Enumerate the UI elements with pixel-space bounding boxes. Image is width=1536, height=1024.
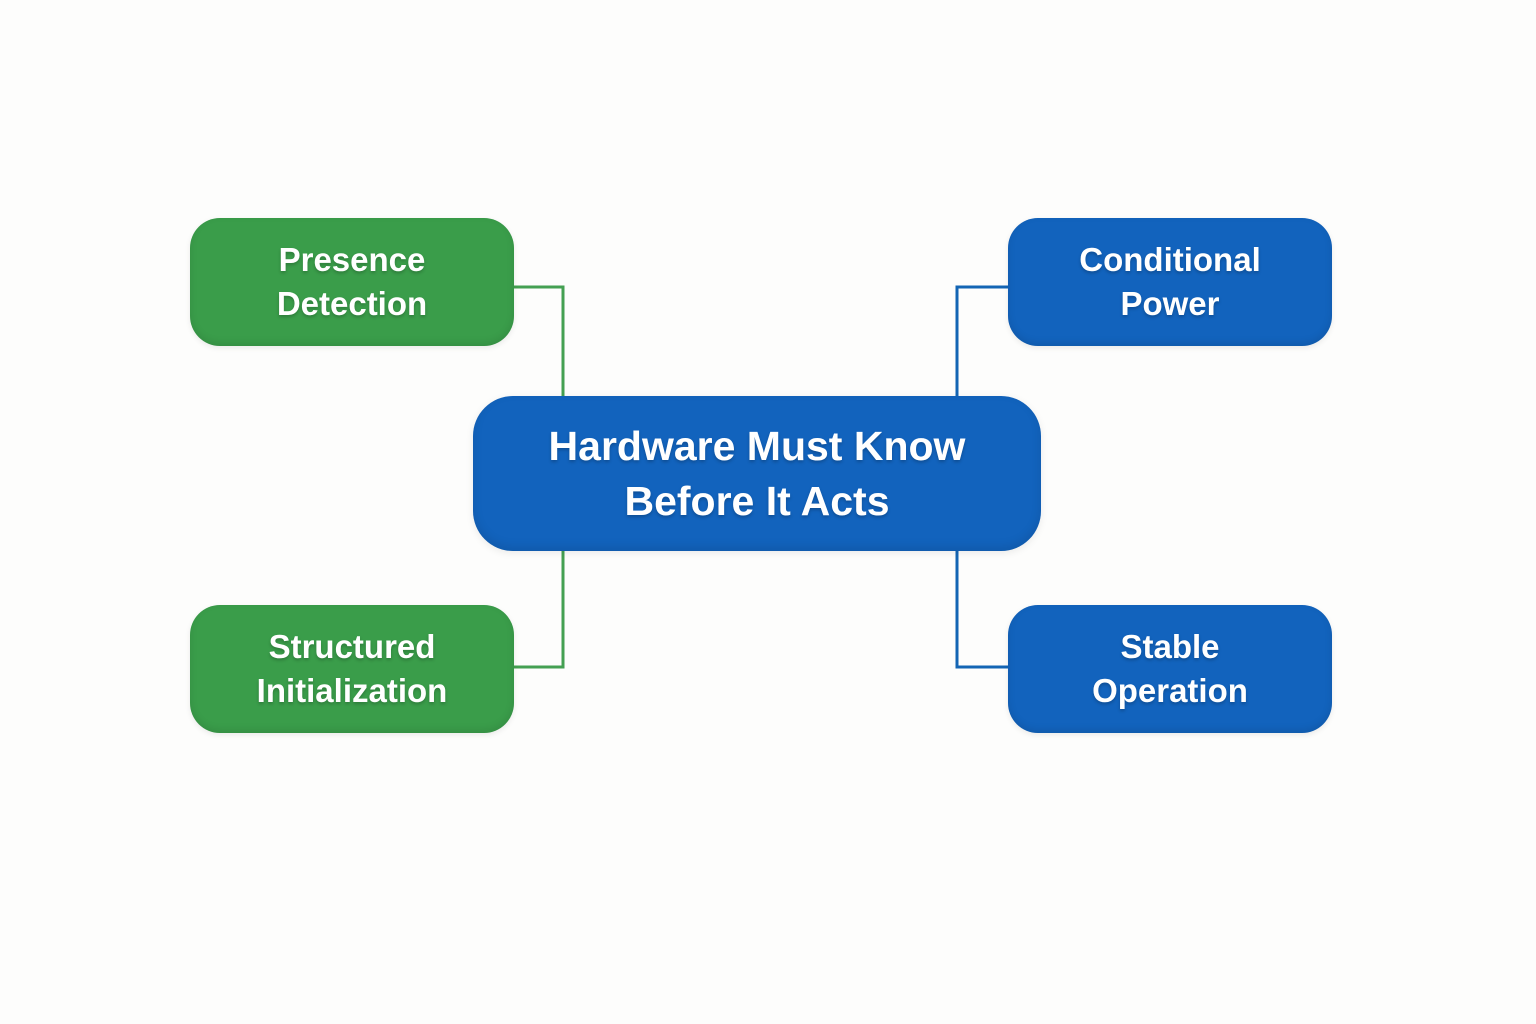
node-center-label: Hardware Must Know Before It Acts — [548, 423, 966, 524]
connector-center-to-structured — [512, 551, 565, 669]
node-conditional-power[interactable]: Conditional Power — [1008, 218, 1332, 346]
connector-conditional-to-center — [955, 285, 1008, 397]
node-presence-detection[interactable]: Presence Detection — [190, 218, 514, 346]
connector-presence-to-center — [512, 285, 565, 397]
node-presence-detection-label: Presence Detection — [276, 241, 428, 322]
node-center-hardware-must-know[interactable]: Hardware Must Know Before It Acts — [473, 396, 1041, 551]
node-structured-initialization[interactable]: Structured Initialization — [190, 605, 514, 733]
node-conditional-power-label: Conditional Power — [1079, 241, 1261, 322]
node-stable-operation[interactable]: Stable Operation — [1008, 605, 1332, 733]
node-structured-initialization-label: Structured Initialization — [256, 628, 448, 709]
connector-center-to-stable — [955, 551, 1008, 669]
node-stable-operation-label: Stable Operation — [1092, 628, 1248, 709]
